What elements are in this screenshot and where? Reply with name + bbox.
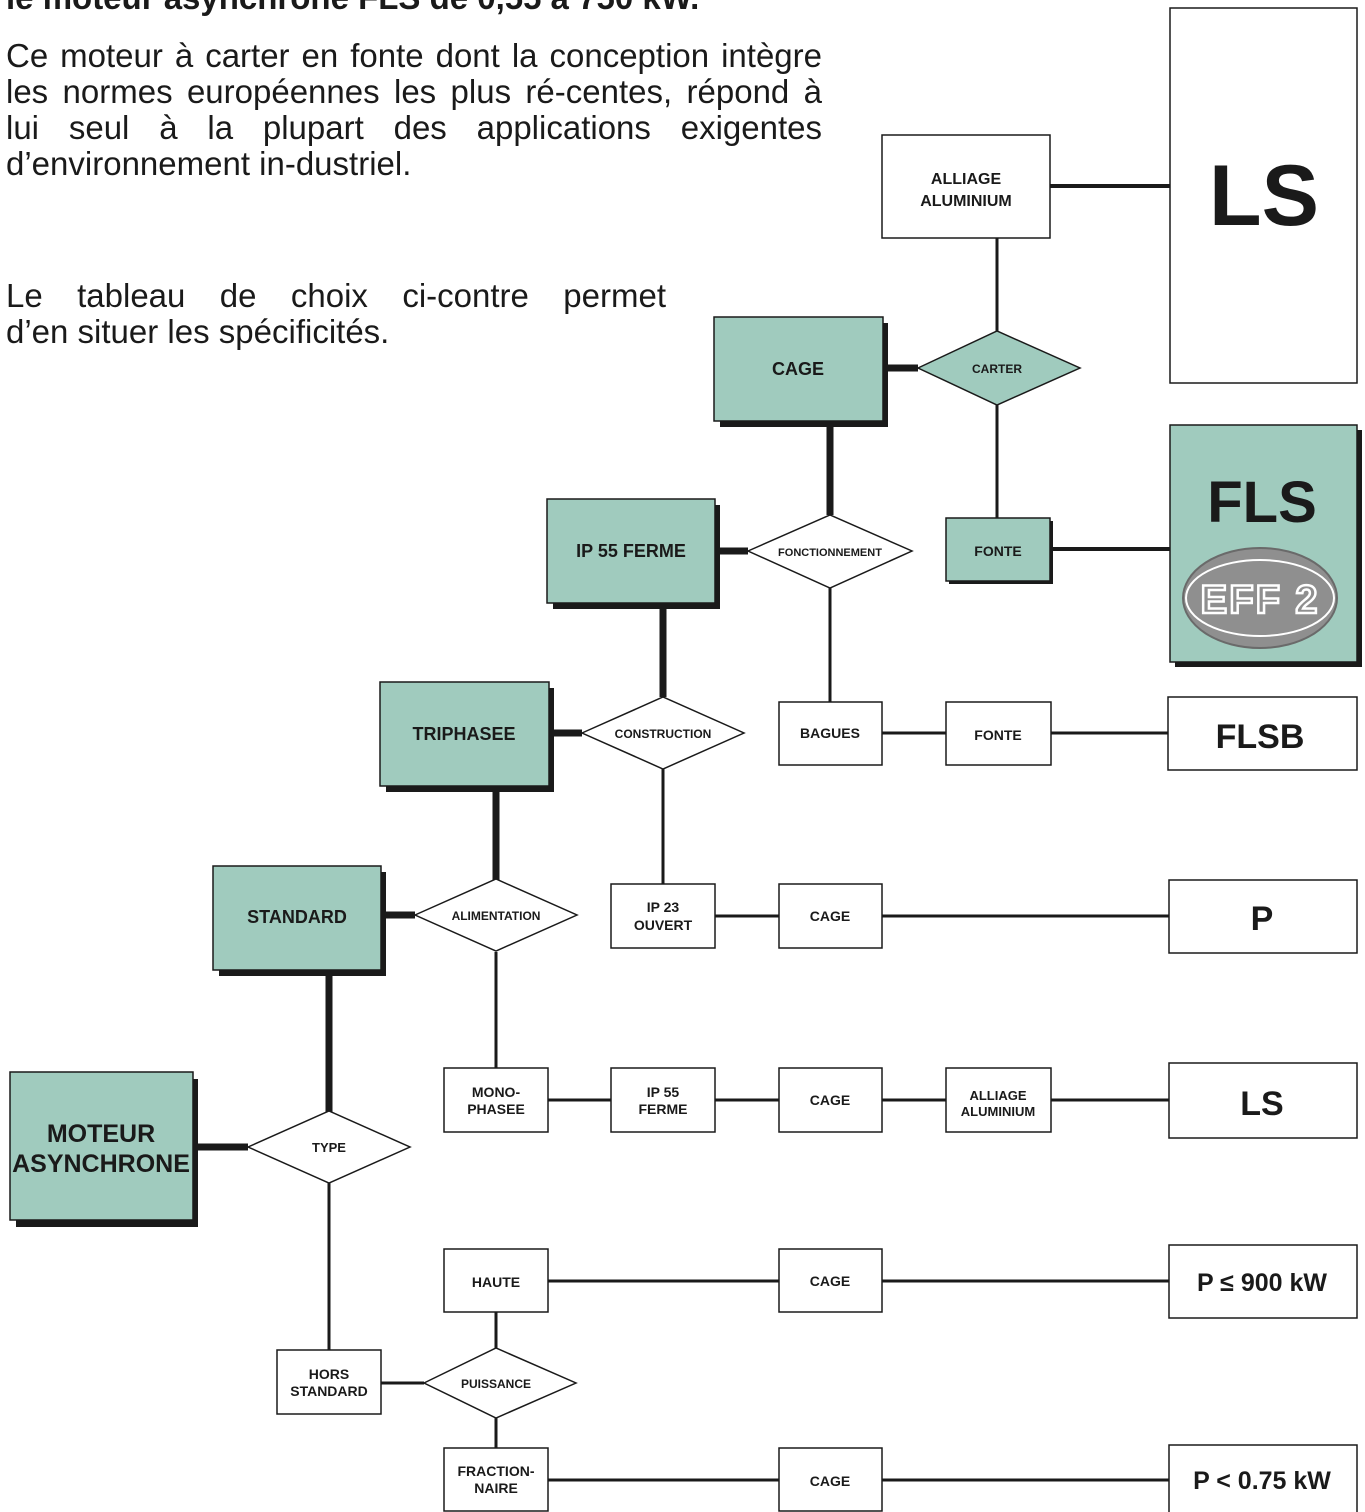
eff2-badge-label: EFF 2: [1201, 578, 1320, 622]
result-ls-top-label: LS: [1209, 148, 1319, 244]
root-label-1: MOTEUR: [47, 1120, 155, 1148]
result-p-haute-label: P ≤ 900 kW: [1197, 1269, 1327, 1297]
result-ls-label: LS: [1240, 1085, 1283, 1123]
node-hors-standard-label-2: STANDARD: [290, 1383, 368, 1399]
node-monophasee-label-1: MONO-: [472, 1084, 521, 1100]
decision-construction-label: CONSTRUCTION: [615, 727, 712, 741]
decision-puissance-label: PUISSANCE: [461, 1377, 531, 1391]
result-ls: LS: [1168, 1062, 1358, 1139]
intro-paragraph: Ce moteur à carter en fonte dont la conc…: [6, 37, 822, 182]
node-cage-mono: CAGE: [778, 1067, 883, 1133]
node-fractionnaire: FRACTION- NAIRE: [443, 1447, 549, 1512]
node-ip23-ouvert-label-2: OUVERT: [634, 917, 693, 933]
node-alliage-aluminium-mono: ALLIAGE ALUMINIUM: [945, 1067, 1052, 1133]
decision-alimentation: ALIMENTATION: [413, 878, 579, 952]
eff2-badge-ring: [1185, 559, 1335, 637]
node-hors-standard-label-1: HORS: [309, 1366, 349, 1382]
decision-puissance: PUISSANCE: [422, 1347, 578, 1419]
node-ip55-ferme-mono-label-1: IP 55: [647, 1084, 680, 1100]
node-cage-ip23: CAGE: [778, 883, 883, 949]
node-triphasee: TRIPHASEE: [379, 681, 554, 792]
thick-connectors: [195, 364, 918, 1151]
node-fonte-bagues: FONTE: [945, 701, 1052, 766]
decision-type: TYPE: [246, 1110, 412, 1184]
node-alliage-aluminium-label-1: ALLIAGE: [931, 171, 1002, 188]
node-bagues-label: BAGUES: [800, 725, 860, 741]
decision-alimentation-label: ALIMENTATION: [452, 909, 541, 923]
node-alliage-aluminium: ALLIAGE ALUMINIUM: [881, 134, 1051, 239]
node-alliage-aluminium-mono-label-2: ALUMINIUM: [961, 1104, 1035, 1119]
result-fls: FLS EFF 2: [1169, 424, 1362, 667]
decision-carter-label: CARTER: [972, 362, 1022, 376]
node-cage-ip23-label: CAGE: [810, 908, 850, 924]
node-alliage-aluminium-label-2: ALUMINIUM: [920, 193, 1012, 210]
node-moteur-asynchrone: MOTEUR ASYNCHRONE: [9, 1071, 198, 1227]
node-standard: STANDARD: [212, 865, 386, 976]
node-ip23-ouvert-label-1: IP 23: [647, 899, 680, 915]
result-p-fraction: P < 0.75 kW: [1168, 1444, 1358, 1512]
node-cage-fraction-label: CAGE: [810, 1473, 850, 1489]
node-ip55-ferme-mono-label-2: FERME: [639, 1101, 688, 1117]
node-ip55-ferme-label: IP 55 FERME: [576, 541, 686, 561]
intro-paragraph-2-line-1: Le tableau de choix ci-contre permet: [6, 277, 666, 314]
node-ip55-ferme-mono: IP 55 FERME: [610, 1067, 716, 1133]
result-p: P: [1168, 879, 1358, 954]
node-hors-standard: HORS STANDARD: [276, 1349, 382, 1415]
intro-paragraph-2: Le tableau de choix ci-contre permet d’e…: [6, 278, 666, 350]
result-fls-label: FLS: [1207, 470, 1317, 535]
node-fonte-selected-label: FONTE: [974, 543, 1021, 559]
node-alliage-aluminium-mono-label-1: ALLIAGE: [969, 1088, 1026, 1103]
node-fractionnaire-label-1: FRACTION-: [458, 1463, 535, 1479]
result-p-fraction-label: P < 0.75 kW: [1193, 1467, 1331, 1495]
result-flsb-label: FLSB: [1216, 718, 1305, 756]
node-monophasee-label-2: PHASEE: [467, 1101, 525, 1117]
decision-carter: CARTER: [916, 330, 1082, 406]
result-ls-top: LS: [1169, 7, 1358, 384]
node-fractionnaire-label-2: NAIRE: [474, 1480, 518, 1496]
root-label-2: ASYNCHRONE: [12, 1150, 190, 1178]
node-triphasee-label: TRIPHASEE: [412, 724, 515, 744]
node-cage-selected: CAGE: [713, 316, 888, 427]
node-standard-label: STANDARD: [247, 907, 347, 927]
node-fonte-bagues-label: FONTE: [974, 727, 1021, 743]
result-p-label: P: [1251, 900, 1274, 938]
node-monophasee: MONO- PHASEE: [443, 1067, 549, 1133]
intro-paragraph-2-line-2: d’en situer les spécificités.: [6, 313, 390, 350]
node-cage-selected-label: CAGE: [772, 359, 824, 379]
node-cage-fraction: CAGE: [778, 1447, 883, 1512]
page-heading: le moteur asynchrone FLS de 0,55 à 750 k…: [6, 0, 699, 17]
result-flsb: FLSB: [1167, 696, 1358, 771]
eff2-badge: [1182, 547, 1338, 649]
node-ip55-ferme: IP 55 FERME: [546, 498, 720, 609]
node-ip23-ouvert: IP 23 OUVERT: [610, 883, 716, 949]
decision-type-label: TYPE: [312, 1140, 346, 1155]
node-cage-haute-label: CAGE: [810, 1273, 850, 1289]
node-bagues: BAGUES: [778, 701, 883, 766]
decision-construction: CONSTRUCTION: [580, 696, 746, 770]
decision-fonctionnement: FONCTIONNEMENT: [746, 514, 914, 589]
node-haute: HAUTE: [443, 1248, 549, 1313]
node-cage-haute: CAGE: [778, 1248, 883, 1313]
node-fonte-selected: FONTE: [945, 517, 1053, 584]
decision-fonctionnement-label: FONCTIONNEMENT: [778, 547, 882, 559]
node-haute-label: HAUTE: [472, 1274, 520, 1290]
result-p-haute: P ≤ 900 kW: [1168, 1244, 1358, 1319]
node-cage-mono-label: CAGE: [810, 1092, 850, 1108]
